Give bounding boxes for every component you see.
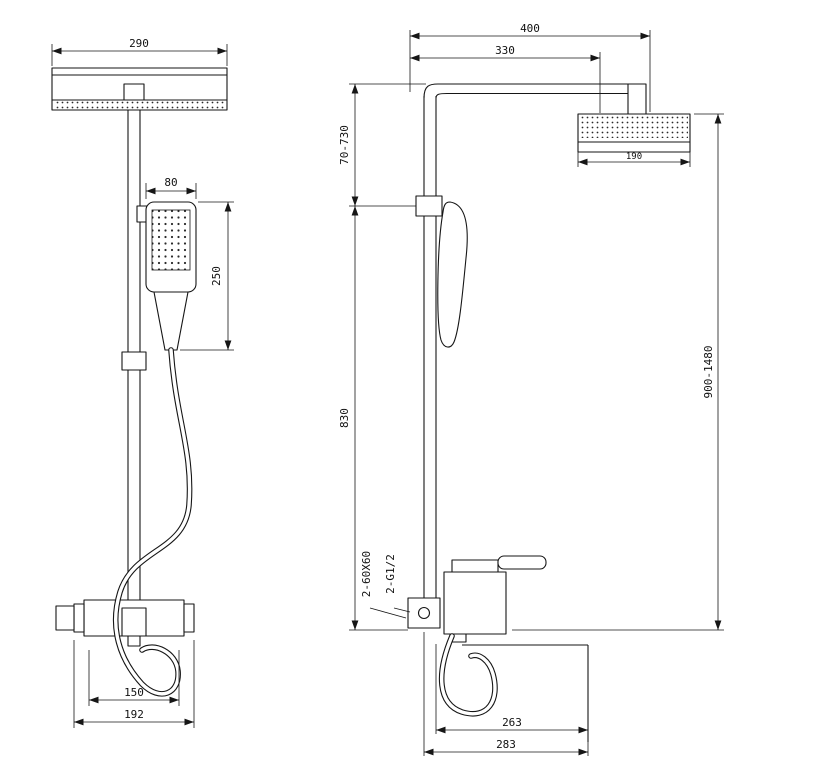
- shower-hose-front: [112, 347, 193, 697]
- tub-deck: [462, 644, 589, 742]
- rain-head-side: [577, 113, 691, 153]
- mixer-outlet-front: [127, 635, 141, 647]
- dim-head-width-label: 290: [129, 37, 149, 50]
- dim-depth-to-tub-label: 263: [502, 716, 522, 729]
- dim-head-depth-label: 190: [626, 152, 642, 162]
- dim-reach-arm-label: 330: [495, 44, 515, 57]
- note-thread-label: 2-G1/2: [384, 554, 397, 594]
- dim-mixer-width-label: 192: [124, 708, 144, 721]
- front-view: 290 80 250 150 192: [51, 37, 234, 728]
- dim-inlet-centers-label: 150: [124, 686, 144, 699]
- mixer-side: [443, 555, 547, 643]
- rain-head-front: [51, 67, 228, 111]
- mixer-lever-side: [497, 555, 547, 570]
- rain-head-nozzles: [54, 101, 225, 109]
- dim-height-range-label: 900-1480: [702, 346, 715, 399]
- side-view: 400 330 70-730 830 900-1480 190: [338, 22, 724, 756]
- rail-slider-front: [121, 351, 147, 371]
- note-wall-plate-label: 2-60X60: [360, 551, 373, 597]
- mixer-body-side: [443, 571, 507, 635]
- dim-handshower-width-label: 80: [164, 176, 177, 189]
- front-dimensions: 290 80 250 150 192: [51, 37, 234, 728]
- wall-union-side: [407, 597, 441, 629]
- hand-shower-side: [437, 201, 468, 348]
- hand-shower-sprayface: [151, 209, 191, 271]
- shower-hose-side: [438, 633, 498, 717]
- side-dimensions: 400 330 70-730 830 900-1480 190: [338, 22, 724, 756]
- dim-handshower-length-label: 250: [210, 266, 223, 286]
- mixer-front: [55, 599, 195, 647]
- riser-pipe-side: [423, 83, 647, 600]
- dim-depth-total-label: 283: [496, 738, 516, 751]
- mixer-diverter-front: [121, 607, 147, 637]
- rain-head-connector: [123, 83, 145, 101]
- hand-shower-front: [145, 201, 197, 351]
- mixer-handle-front: [55, 605, 75, 631]
- hand-shower-handle: [153, 291, 189, 351]
- dim-bar-length-label: 830: [338, 408, 351, 428]
- rail-slider-side: [415, 195, 443, 217]
- arm-end-fitting: [627, 83, 647, 115]
- dim-top-adjust-label: 70-730: [338, 125, 351, 165]
- dim-reach-total-label: 400: [520, 22, 540, 35]
